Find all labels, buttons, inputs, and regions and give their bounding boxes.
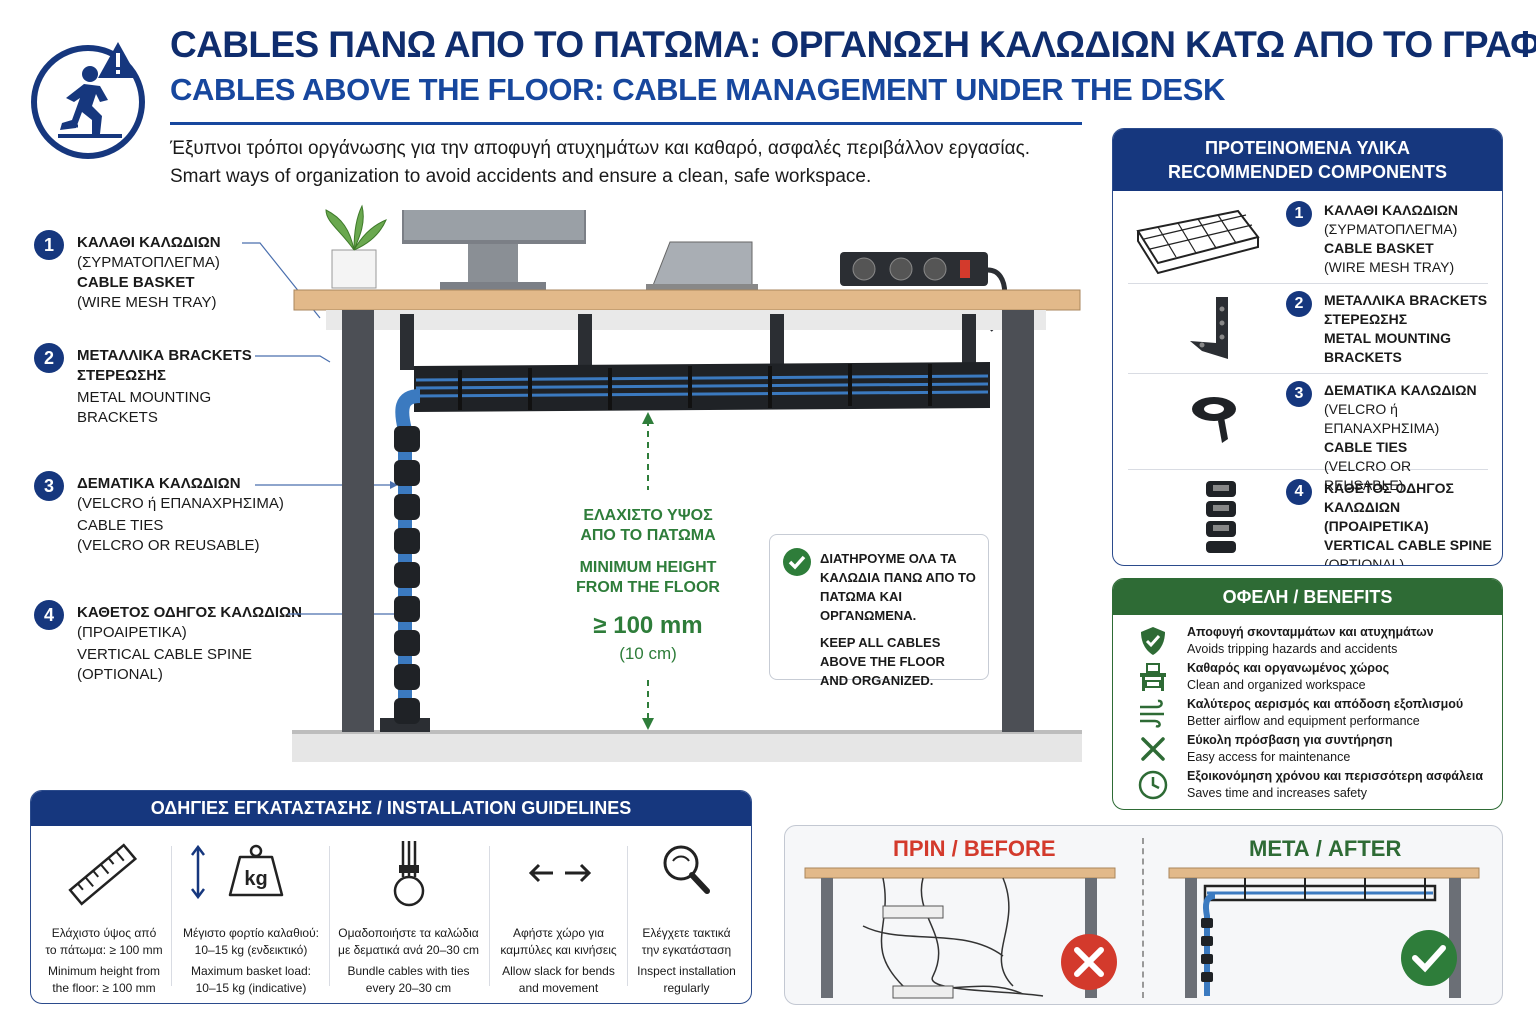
callout-sub-gr: ΣΤΕΡΕΩΣΗΣ [77,367,167,384]
callout-metal-brackets: 2 ΜΕΤΑΛΛΙΚΑ BRACKETS ΣΤΕΡΕΩΣΗΣ METAL MOU… [34,343,294,433]
intro-english: Smart ways of organization to avoid acci… [170,166,872,187]
callout-number: 1 [34,230,64,260]
min-height-value-cm: (10 cm) [619,644,677,663]
callout-sub-en: (OPTIONAL) [77,666,163,683]
component-item: 1 ΚΑΛΑΘΙ ΚΑΛΩΔΙΩΝ(ΣΥΡΜΑΤΟΠΛΕΓΜΑ)CABLE BA… [1128,201,1488,284]
callout-cable-ties: 3 ΔΕΜΑΤΙΚΑ ΚΑΛΩΔΙΩΝ (VELCRO ή ΕΠΑΝΑΧΡΗΣΙ… [34,471,294,561]
note-gr-line1: ΔΙΑΤΗΡΟΥΜΕ ΟΛΑ ΤΑ [820,551,957,566]
callout-cable-spine: 4 ΚΑΘΕΤΟΣ ΟΔΗΓΟΣ ΚΑΛΩΔΙΩΝ (ΠΡΟΑΙΡΕΤΙΚΑ) … [34,600,302,690]
cable-spine [394,426,420,724]
page-subtitle: CABLES ABOVE THE FLOOR: CABLE MANAGEMENT… [170,72,1225,107]
weight-icon: kg [191,844,284,900]
note-gr-line2: ΚΑΛΩΔΙΑ ΠΑΝΩ ΑΠΟ ΤΟ [820,570,976,585]
callout-sub-gr: (ΠΡΟΑΙΡΕΤΙΚΑ) [77,624,187,641]
airflow-icon [1140,699,1164,728]
before-after-divider [1142,838,1144,998]
callout-title-gr: ΚΑΛΑΘΙ ΚΑΛΩΔΙΩΝ [77,234,221,251]
callout-title-gr: ΔΕΜΑΤΙΚΑ ΚΑΛΩΔΙΩΝ [77,475,241,492]
before-after-panel: ΠΡΙΝ / BEFORE ΜΕΤΑ / AFTER [784,825,1503,1005]
ruler-icon [68,843,138,906]
cable-bundle-icon [393,841,425,907]
benefits-header: ΟΦΕΛΗ / BENEFITS [1113,579,1502,615]
before-desk-illustration [804,867,1117,999]
callout-sub-gr: (ΣΥΡΜΑΤΟΠΛΕΓΜΑ) [77,254,220,271]
after-desk-illustration [1168,867,1480,998]
callout-number: 2 [34,343,64,373]
title-divider [170,122,1082,125]
desk-illustration [242,204,1082,762]
success-check-icon [1401,930,1457,986]
callout-title-gr: ΚΑΘΕΤΟΣ ΟΔΗΓΟΣ ΚΑΛΩΔΙΩΝ [77,604,302,621]
callout-sub-gr: (VELCRO ή ΕΠΑΝΑΧΡΗΣΙΜΑ) [77,495,284,512]
note-en-line2: ABOVE THE FLOOR [820,654,945,669]
callout-sub-en: BRACKETS [77,409,158,426]
guidelines-header: ΟΔΗΓΙΕΣ ΕΓΚΑΤΑΣΤΑΣΗΣ / INSTALLATION GUID… [31,791,751,826]
callout-title-en: CABLE TIES [77,517,164,534]
installation-guidelines-panel: ΟΔΗΓΙΕΣ ΕΓΚΑΤΑΣΤΑΣΗΣ / INSTALLATION GUID… [30,790,752,1004]
keep-cables-note: ΔΙΑΤΗΡΟΥΜΕ ΟΛΑ ΤΑ ΚΑΛΩΔΙΑ ΠΑΝΩ ΑΠΟ ΤΟ ΠΑ… [769,534,989,688]
arrows-icon [528,863,592,883]
note-en-line1: KEEP ALL CABLES [820,635,941,650]
min-height-value: ≥ 100 mm [593,612,703,639]
callout-title-en: CABLE BASKET [77,274,195,291]
benefit-item: Εξοικονόμηση χρόνου και περισσότερη ασφά… [1113,767,1502,803]
after-label: ΜΕΤΑ / AFTER [1249,836,1402,861]
note-gr-line3: ΠΑΤΩΜΑ ΚΑΙ ΟΡΓΑΝΩΜΕΝΑ. [820,589,917,623]
cable-basket [414,362,990,412]
callout-title-en: METAL MOUNTING [77,389,212,406]
component-number: 3 [1286,381,1312,407]
component-number: 2 [1286,291,1312,317]
component-number: 4 [1286,479,1312,505]
wire-basket-icon [1136,209,1260,275]
before-label: ΠΡΙΝ / BEFORE [893,836,1056,861]
guideline-item: kg Μέγιστο φορτίο καλαθιού:10–15 kg (ενδ… [176,841,326,995]
callout-number: 3 [34,471,64,501]
cable-spine-icon [1206,481,1236,553]
tools-icon [1141,737,1165,761]
weight-unit-label: kg [244,868,267,890]
magnifier-icon [663,845,710,894]
velcro-tie-icon [1192,397,1236,443]
check-circle-icon [783,548,811,576]
callout-title-en: VERTICAL CABLE SPINE [77,646,253,663]
callout-title-gr: ΜΕΤΑΛΛΙΚΑ BRACKETS [77,347,252,364]
plant-icon [325,204,387,289]
component-item: 3 ΔΕΜΑΤΙΚΑ ΚΑΛΩΔΙΩΝ(VELCRO ή ΕΠΑΝΑΧΡΗΣΙΜ… [1128,381,1488,493]
organized-desk-icon [1140,663,1166,691]
note-en-line3: AND ORGANIZED. [820,673,934,688]
clock-icon [1138,770,1168,800]
page-title: CABLES ΠΑΝΩ ΑΠΟ ΤΟ ΠΑΤΩΜΑ: ΟΡΓΑΝΩΣΗ ΚΑΛΩ… [170,24,1536,65]
component-number: 1 [1286,201,1312,227]
callout-cable-basket: 1 ΚΑΛΑΘΙ ΚΑΛΩΔΙΩΝ (ΣΥΡΜΑΤΟΠΛΕΓΜΑ) CABLE … [34,230,294,320]
callout-number: 4 [34,600,64,630]
intro-greek: Έξυπνοι τρόποι οργάνωσης για την αποφυγή… [170,138,1031,159]
safety-logo-icon [31,42,145,159]
callout-sub-en: (WIRE MESH TRAY) [77,294,217,311]
bracket-icon [1190,297,1228,359]
benefits-panel: ΟΦΕΛΗ / BENEFITS Αποφυγή σκονταμμάτων κα… [1112,578,1503,810]
benefit-item: Καλύτερος αερισμός και απόδοση εξοπλισμο… [1113,695,1502,731]
callout-sub-en: (VELCRO OR REUSABLE) [77,537,260,554]
shield-check-icon [1141,627,1165,655]
